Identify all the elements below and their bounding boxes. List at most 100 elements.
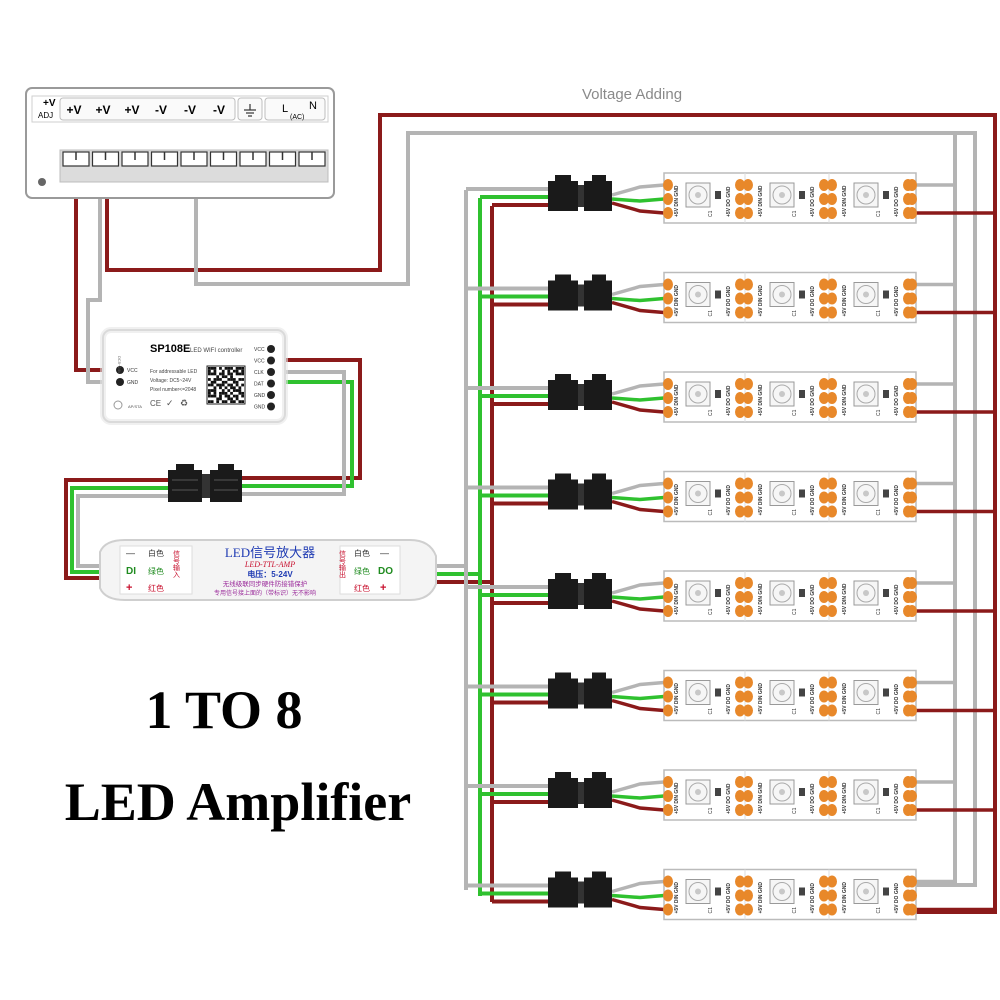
- controller-info-1: For addressable LED: [150, 369, 198, 375]
- capacitor: [715, 589, 721, 597]
- qr-module: [235, 372, 239, 376]
- strip-cap-label: C1: [876, 708, 882, 715]
- psu-ac-label: (AC): [290, 114, 304, 121]
- solder-pad-end: [907, 505, 917, 518]
- led-lens: [688, 683, 708, 702]
- strip-in-red-wire: [611, 300, 665, 315]
- led-lens: [856, 285, 876, 304]
- qr-module: [216, 378, 220, 381]
- strip-in-green-wire: [611, 495, 665, 502]
- solder-pad: [827, 505, 837, 518]
- strip-cap-label: C1: [792, 907, 798, 914]
- amp-left-code: DI: [126, 566, 136, 577]
- controller-model: SP108E: [150, 343, 190, 355]
- led-chip: [769, 879, 795, 904]
- solder-pad: [663, 179, 673, 191]
- capacitor: [715, 489, 721, 498]
- solder-pad: [663, 406, 673, 418]
- led-die: [779, 888, 785, 895]
- controller-output-connector: [168, 464, 242, 502]
- solder-pad: [819, 804, 829, 816]
- qr-module: [238, 372, 242, 376]
- qr-module: [235, 380, 239, 384]
- qr-module: [241, 378, 245, 381]
- solder-pad: [735, 676, 745, 689]
- strip-din-label: +5V DIN GND: [842, 384, 848, 416]
- strip-in-red-wire: [611, 897, 665, 912]
- qr-module: [230, 397, 233, 401]
- qr-module: [219, 378, 222, 381]
- solder-pad: [743, 306, 753, 319]
- qr-module: [232, 400, 236, 404]
- controller-out-port: [267, 402, 275, 411]
- solder-pad: [827, 392, 837, 404]
- qr-module: [241, 369, 245, 373]
- qr-module: [241, 383, 245, 387]
- capacitor: [715, 688, 721, 697]
- solder-pad-end: [907, 605, 917, 617]
- jst-latch: [555, 871, 571, 880]
- controller-out-port: [267, 356, 275, 365]
- solder-pad: [663, 491, 673, 504]
- solder-pad: [735, 776, 745, 788]
- qr-module: [230, 375, 233, 379]
- amp-left-minus: —: [126, 548, 135, 558]
- strip-do-label: +5V DO GND: [810, 485, 816, 516]
- solder-pad: [827, 207, 837, 219]
- controller-out-label: GND: [254, 405, 266, 411]
- solder-pad: [743, 278, 753, 291]
- capacitor: [799, 688, 805, 697]
- strip-cap-label: C1: [792, 409, 798, 416]
- controller-bottom-label: AP/STA: [128, 404, 142, 409]
- solder-pad: [663, 378, 673, 390]
- led-signal-amplifier: LED信号放大器 LED-TTL-AMP 电压：5-24V 无线级联同步硬件防接…: [99, 539, 437, 601]
- qr-module: [219, 372, 222, 376]
- solder-pad: [743, 875, 753, 888]
- led-die: [863, 789, 869, 795]
- jst-connector-male: [548, 579, 578, 609]
- ctrl-out-green-wire: [240, 380, 354, 488]
- led-lens: [772, 583, 792, 603]
- strip-in-green-wire: [611, 893, 665, 900]
- strip-din-label: +5V DIN GND: [674, 384, 680, 416]
- strip-din-label: +5V DIN GND: [674, 683, 680, 715]
- amp-left-white: 白色: [148, 548, 164, 558]
- capacitor: [883, 489, 889, 498]
- capacitor: [715, 390, 721, 398]
- qr-module: [224, 386, 228, 390]
- jst-connector-male: [548, 280, 578, 311]
- controller-vcc-in-port: [116, 366, 124, 374]
- solder-pad: [735, 875, 745, 888]
- capacitor: [883, 290, 889, 299]
- led-lens: [688, 285, 708, 304]
- jst-joint: [578, 881, 584, 904]
- amp-left-side: 信号输入: [173, 549, 181, 578]
- led-die: [779, 391, 785, 397]
- mode-button[interactable]: [113, 400, 123, 410]
- qr-module: [227, 369, 231, 373]
- led-lens: [688, 782, 708, 802]
- solder-pad: [735, 903, 745, 916]
- strip-do-label: +5V DO GND: [894, 883, 900, 914]
- conn-amp-gray-wire: [76, 494, 168, 568]
- qr-module: [208, 391, 211, 395]
- capacitor: [799, 589, 805, 597]
- strip-in-green-wire: [611, 694, 665, 701]
- solder-pad: [663, 278, 673, 291]
- qr-module: [224, 394, 228, 398]
- jst-connector-female: [584, 678, 612, 709]
- capacitor: [799, 290, 805, 299]
- solder-pad: [743, 804, 753, 816]
- jst-joint: [578, 583, 584, 605]
- psu-terminal-label: +V: [95, 103, 110, 117]
- strip-in-green-wire: [611, 396, 665, 402]
- jst-connector-female: [584, 380, 612, 410]
- jst-latch: [592, 374, 606, 382]
- solder-pad: [819, 505, 829, 518]
- solder-pad: [827, 690, 837, 703]
- qr-module: [210, 394, 214, 398]
- led-lens: [856, 185, 876, 205]
- solder-pad: [743, 505, 753, 518]
- jst-connector-female: [584, 181, 612, 211]
